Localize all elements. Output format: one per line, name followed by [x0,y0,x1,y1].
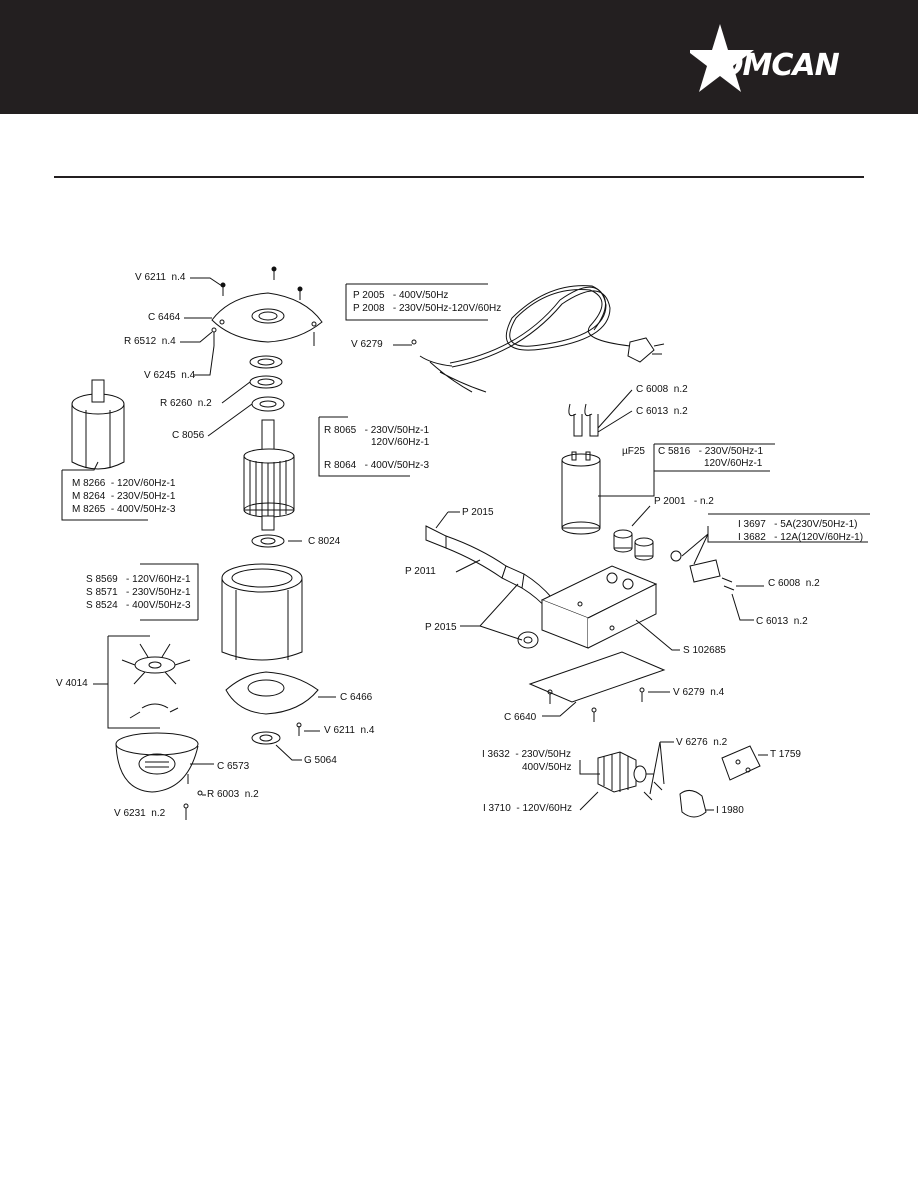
cord-label-bracket [345,284,488,321]
part-label: C 6466 [340,692,373,703]
part-label: R 6003 n.2 [207,789,259,800]
part-label: V 6276 n.2 [676,737,728,748]
capacitor-part [561,451,601,535]
omcan-star-logo-icon [690,24,754,92]
part-label: R 8065 - 230V/50Hz-1 [324,425,430,436]
cable-gland-part [425,525,553,649]
switch-part [670,550,735,591]
part-label: I 3710 - 120V/60Hz [483,803,572,814]
knob-icon [679,790,707,818]
fan-cover-part [115,732,199,793]
part-label: µF25 [622,446,645,457]
stator-part [221,563,303,661]
header-divider-rule [54,176,864,178]
part-label: G 5064 [304,755,337,766]
washer-part [249,355,283,369]
page-header-bar [0,0,918,114]
rotor-part [243,419,295,531]
part-label: 120V/60Hz-1 [371,437,430,448]
part-label: P 2011 [405,566,436,577]
part-label: 400V/50Hz [522,762,572,773]
part-label: C 6013 n.2 [636,406,688,417]
terminal-part [573,414,599,437]
motor-part [71,379,125,470]
part-label: I 3682 - 12A(120V/60Hz-1) [738,532,864,543]
part-label: V 6211 n.4 [135,272,186,283]
screw-icon [220,266,303,300]
part-label: S 8569 - 120V/60Hz-1 [86,574,191,585]
plate-part [721,745,761,781]
control-box-part [540,565,658,649]
part-label: V 6211 n.4 [324,725,375,736]
top-flange-part [211,292,323,343]
part-label: V 6279 n.4 [673,687,725,698]
part-label: R 8064 - 400V/50Hz-3 [324,460,430,471]
part-label: C 6464 [148,312,181,323]
part-label: V 6231 n.2 [114,808,166,819]
power-cord-part [411,285,665,393]
bottom-flange-part [225,671,319,715]
brand-logo-text: OMCAN [718,48,840,83]
part-label: V 6245 n.4 [144,370,196,381]
part-label: C 5816 - 230V/50Hz-1 [658,446,764,457]
part-label: P 2001 - n.2 [654,496,714,507]
lamp-holder-part [613,529,654,561]
part-label: S 102685 [683,645,726,656]
part-label: I 1980 [716,805,744,816]
part-label: C 6008 n.2 [636,384,688,395]
part-label: V 4014 [56,678,88,689]
rotary-switch-part [597,751,654,793]
seal-part [251,731,281,745]
part-label: M 8264 - 230V/50Hz-1 [72,491,176,502]
part-label: C 6640 [504,712,537,723]
part-label: P 2015 [425,622,457,633]
part-label: S 8571 - 230V/50Hz-1 [86,587,191,598]
part-label: M 8266 - 120V/60Hz-1 [72,478,176,489]
part-label: M 8265 - 400V/50Hz-3 [72,504,176,515]
part-label: 120V/60Hz-1 [704,458,763,469]
part-label: C 8056 [172,430,205,441]
part-label: P 2008 - 230V/50Hz-120V/60Hz [353,303,502,314]
part-label: I 3632 - 230V/50Hz [482,749,571,760]
part-label: C 6013 n.2 [756,616,808,627]
part-label: R 6512 n.4 [124,336,176,347]
part-label: S 8524 - 400V/50Hz-3 [86,600,191,611]
part-label: V 6279 [351,339,383,350]
leader-lines-left [61,277,410,796]
bearing-part [251,396,285,412]
part-label: C 8024 [308,536,341,547]
part-label: R 6260 n.2 [160,398,212,409]
part-label: I 3697 - 5A(230V/50Hz-1) [738,519,858,530]
base-plate-part [528,651,666,703]
part-label: T 1759 [770,749,801,760]
part-label: P 2005 - 400V/50Hz [353,290,449,301]
part-label: P 2015 [462,507,494,518]
part-label: C 6573 [217,761,250,772]
part-label: C 6008 n.2 [768,578,820,589]
fan-part [121,643,191,719]
